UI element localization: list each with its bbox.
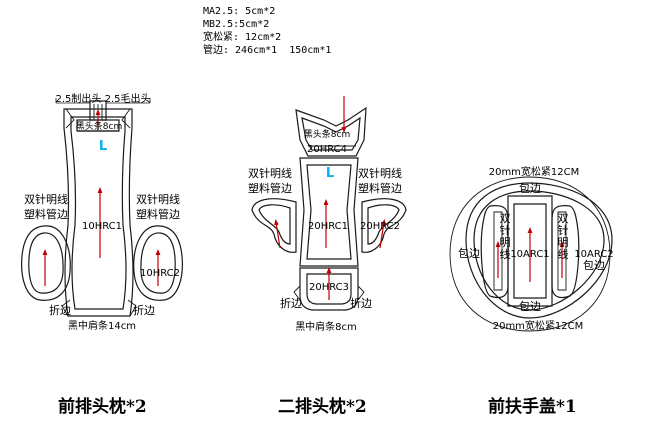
second-fold-right-label: 折边	[350, 296, 372, 310]
front-body-code: 10HRC1	[82, 221, 122, 232]
second-left-wing-outer	[251, 198, 297, 253]
second-top-outer	[295, 106, 367, 157]
front-top-tab	[89, 100, 107, 121]
front-fold-right	[127, 299, 137, 317]
second-strip-label: 黑头条8cm	[304, 128, 350, 140]
second-top-code: 20HRC4	[307, 144, 347, 155]
second-right-piping-label: 塑料管边	[358, 181, 402, 195]
armrest-group	[449, 176, 613, 332]
second-letter-l: L	[326, 166, 334, 181]
front-right-stitch-label: 双针明线	[136, 192, 180, 206]
armrest-right-side-inner	[557, 211, 567, 291]
second-fold-right	[357, 285, 365, 301]
armrest-caption: 前扶手盖*1	[488, 397, 577, 417]
armrest-outer-ring	[449, 176, 611, 332]
armrest-outer-shape	[465, 182, 613, 319]
front-main-inner	[70, 116, 127, 310]
second-center-inner	[306, 164, 352, 260]
front-left-pad-outer	[21, 225, 71, 301]
front-side-code: 10HRC2	[140, 268, 180, 279]
front-fold-left-label: 折边	[49, 303, 71, 317]
second-right-stitch-label: 双针明线	[358, 166, 402, 180]
front-headrest-caption: 前排头枕*2	[58, 397, 147, 417]
front-right-pad-outer	[133, 225, 183, 301]
armrest-side-code: 10ARC2	[574, 249, 613, 260]
front-letter-l: L	[99, 139, 107, 154]
second-right-wing-outer	[361, 198, 407, 253]
front-right-notch	[121, 108, 131, 129]
front-right-piping-label: 塑料管边	[136, 207, 180, 221]
armrest-elastic-top: 20mm宽松紧12CM	[489, 165, 580, 178]
spec-line-4: 管边: 246cm*1 150cm*1	[203, 45, 332, 56]
second-headrest-caption: 二排头枕*2	[278, 397, 367, 417]
armrest-binding-right: 包边	[583, 259, 605, 272]
armrest-inner-shape	[473, 190, 605, 311]
front-left-stitch-label: 双针明线	[24, 192, 68, 206]
armrest-right-side-outer	[551, 205, 580, 299]
second-left-piping-label: 塑料管边	[248, 181, 292, 195]
second-fold-left-label: 折边	[280, 296, 302, 310]
armrest-right-stitch-vertical: 双针明线	[558, 212, 569, 261]
front-fold-left	[61, 299, 71, 317]
second-bottom-code: 20HRC3	[309, 282, 349, 293]
second-right-wing-arrow	[379, 219, 386, 249]
armrest-left-side-outer	[480, 205, 509, 299]
front-top-label: 2.5制出头 2.5毛出头	[56, 92, 151, 105]
second-left-wing-arrow	[274, 219, 281, 249]
front-left-notch	[65, 108, 75, 129]
front-strip-label: 黑头条8cm	[76, 120, 122, 132]
second-left-wing-inner	[258, 204, 291, 245]
front-right-pad-inner	[140, 232, 176, 294]
second-right-wing-inner	[367, 204, 400, 245]
front-left-piping-label: 塑料管边	[24, 207, 68, 221]
second-center-outer	[299, 157, 359, 267]
armrest-left-stitch-vertical: 双针明线	[500, 212, 511, 261]
spec-line-2: MB2.5:5cm*2	[203, 19, 270, 30]
second-bottom-inner	[306, 273, 352, 305]
second-headrest-group	[251, 106, 407, 311]
spec-line-1: MA2.5: 5cm*2	[203, 6, 276, 17]
front-bottom-strip-label: 黑中肩条14cm	[68, 319, 136, 332]
armrest-center-code: 10ARC1	[510, 249, 549, 260]
second-side-code: 20HRC2	[360, 221, 400, 232]
front-fold-right-label: 折边	[133, 303, 155, 317]
armrest-center-inner	[513, 203, 547, 299]
second-fold-left	[293, 285, 301, 301]
armrest-left-side-inner	[493, 211, 503, 291]
front-left-pad-inner	[28, 232, 64, 294]
second-center-code: 20HRC1	[308, 221, 348, 232]
armrest-binding-top: 包边	[519, 182, 541, 195]
armrest-binding-bottom: 包边	[519, 300, 541, 313]
armrest-binding-left: 包边	[458, 247, 480, 260]
second-left-stitch-label: 双针明线	[248, 166, 292, 180]
second-bottom-outer	[299, 267, 359, 311]
front-headrest-group	[21, 98, 183, 317]
armrest-elastic-bottom: 20mm宽松紧12CM	[493, 319, 584, 332]
second-top-inner	[301, 116, 361, 151]
second-bottom-strip-label: 黑中肩条8cm	[295, 320, 357, 333]
spec-line-3: 宽松紧: 12cm*2	[203, 32, 282, 43]
